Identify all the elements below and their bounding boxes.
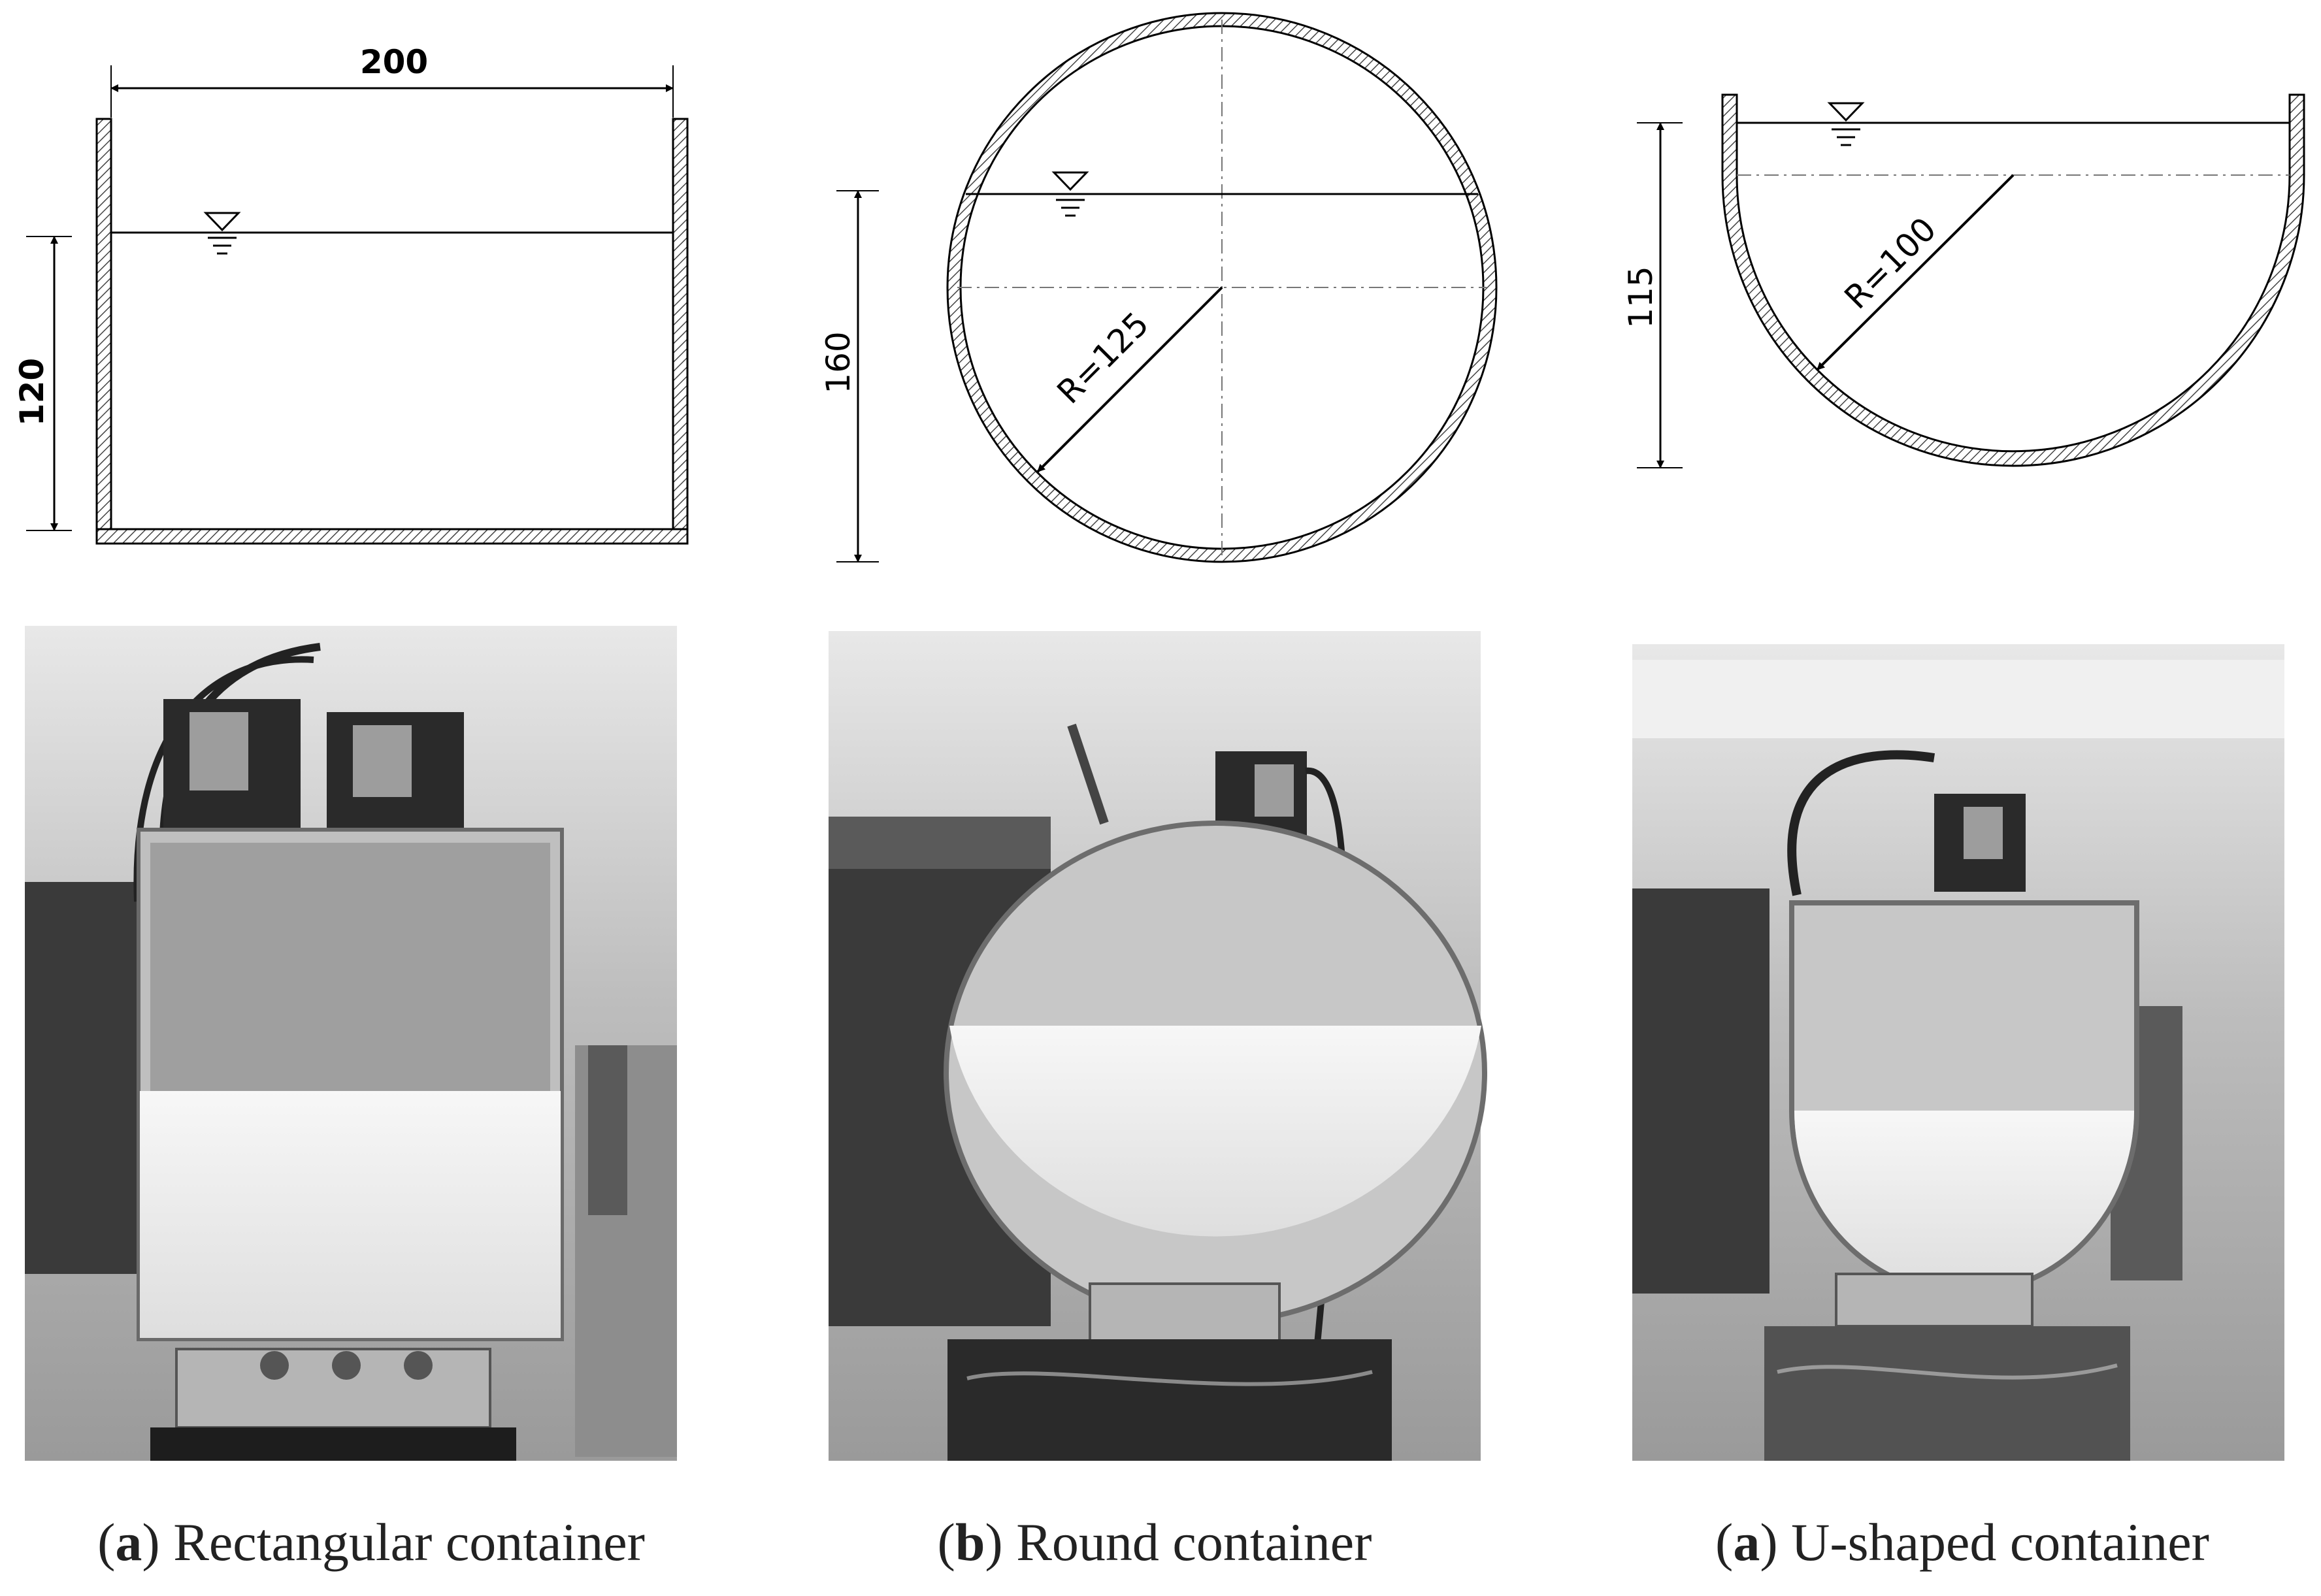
- right-wall: [672, 118, 689, 545]
- round-container-photo: [829, 631, 1487, 1461]
- left-wall: [95, 118, 112, 545]
- caption-u-shaped: (a) U-shaped container: [1715, 1512, 2209, 1572]
- radius-arrow: [1036, 286, 1223, 473]
- height-label: 160: [819, 331, 857, 393]
- radius-arrow: [1816, 174, 2015, 371]
- rectangular-container-photo: [25, 626, 677, 1461]
- radius-label: R=100: [1837, 210, 1944, 317]
- caption-round: (b) Round container: [938, 1512, 1372, 1572]
- width-label: 200: [360, 43, 428, 81]
- round-container-diagram: R=125 160: [819, 12, 1498, 563]
- rectangular-container-diagram: 200 120: [13, 43, 689, 545]
- water-level-symbol-icon: [1827, 102, 1865, 146]
- caption-rectangular: (a) Rectangular container: [97, 1512, 645, 1572]
- water-level-symbol-icon: [1051, 171, 1089, 217]
- u-wall: [1721, 93, 2305, 467]
- height-label: 120: [13, 358, 51, 426]
- u-shaped-container-diagram: R=100 115: [1622, 93, 2305, 468]
- height-label: 115: [1622, 266, 1660, 328]
- water-level-symbol-icon: [203, 212, 241, 255]
- u-shaped-container-photo: [1632, 644, 2284, 1461]
- bottom-wall: [95, 528, 689, 545]
